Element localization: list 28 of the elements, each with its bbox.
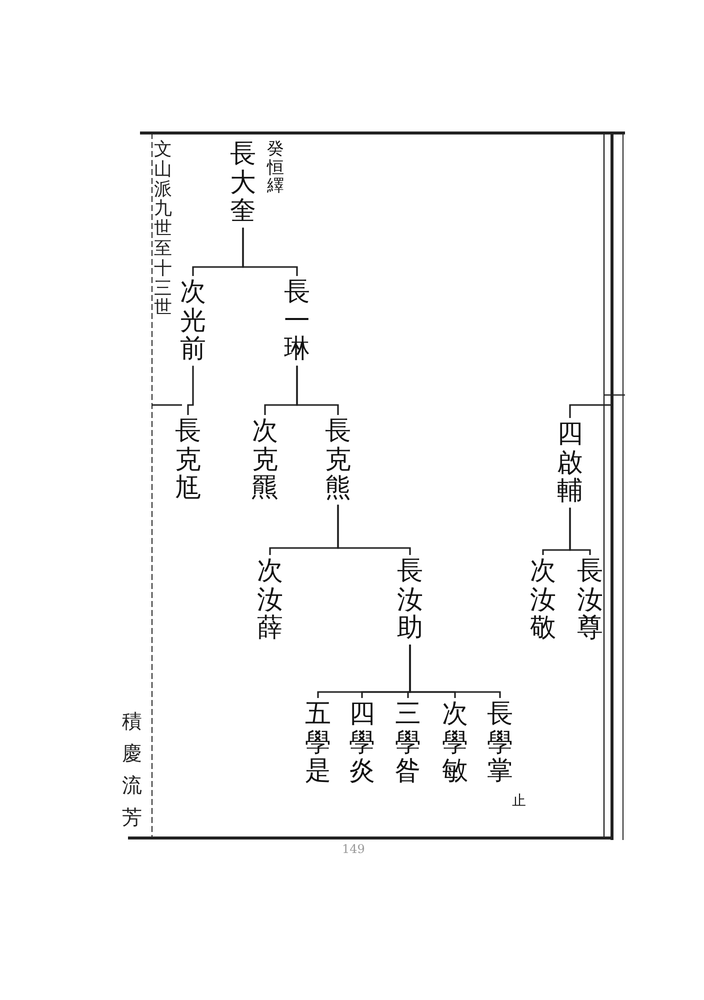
- name-text: 三學昝: [395, 700, 421, 786]
- series-title: 文山派九世至十三世: [154, 140, 172, 318]
- name-text: 四學炎: [349, 700, 375, 786]
- name-text: 次學敏: [442, 700, 468, 786]
- page-number: 149: [342, 842, 365, 856]
- annotation: 止: [512, 794, 526, 810]
- motto-text: 積慶流芳: [122, 708, 142, 831]
- lineage-line: [569, 404, 612, 418]
- name-text: 次光前: [180, 278, 206, 364]
- annotation: 癸恒繹: [267, 140, 284, 196]
- name-text: 長大奎: [230, 140, 256, 226]
- lineage-line: [187, 366, 194, 415]
- lineage-line: [296, 366, 339, 415]
- name-text: 四啟輔: [557, 420, 583, 506]
- name-text: 長汝尊: [577, 557, 603, 643]
- name-text: 長學掌: [487, 700, 513, 786]
- name-text: 次汝敬: [530, 557, 556, 643]
- lineage-line: [242, 228, 298, 276]
- name-text: 長汝助: [397, 557, 423, 643]
- name-text: 次汝薛: [257, 557, 283, 643]
- name-text: 次克羆: [252, 417, 278, 503]
- name-text: 五學是: [305, 700, 331, 786]
- lineage-line: [569, 508, 591, 555]
- name-text: 長克熊: [325, 417, 351, 503]
- name-text: 長一琳: [284, 278, 310, 364]
- lineage-line: [409, 644, 501, 698]
- name-text: 長克尪: [175, 417, 201, 503]
- lineage-line: [337, 504, 411, 555]
